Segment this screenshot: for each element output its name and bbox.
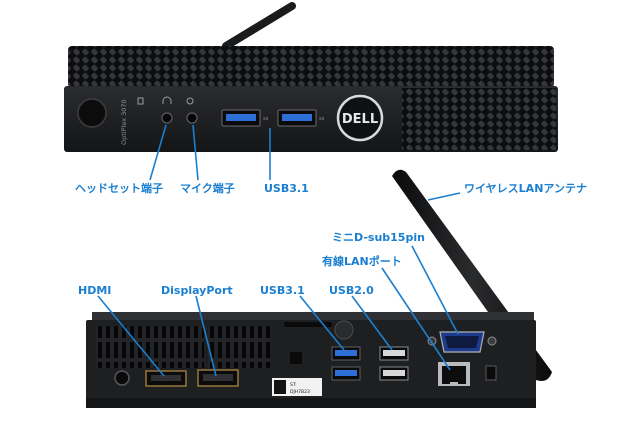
svg-text:DELL: DELL [342,112,378,127]
rear-slot-bar [284,322,332,327]
rear-callout-lines [97,245,459,377]
rear-bottom-edge [86,398,536,408]
rear-usb20-port-1[interactable] [379,346,409,361]
front-unit: OptiPlex 3070 ss ss DELL [64,2,558,152]
rear-right-slot [485,365,497,381]
rear-small-slot [290,352,302,364]
mic-jack[interactable] [186,112,198,124]
dc-power-jack[interactable] [114,370,130,386]
rear-usb20-port-2[interactable] [379,366,409,381]
displayport-port[interactable] [197,369,239,387]
front-callout-lines [149,124,461,201]
front-top-vent [68,46,554,88]
rear-usb31-port-2[interactable] [331,366,361,381]
security-lock-slot [334,320,354,340]
ss-icon: ss [319,116,325,122]
headset-jack-label: ヘッドセット端子 [75,182,163,195]
rear-vent-left [96,326,204,368]
headset-icon [162,96,172,104]
rear-unit: ST: DJH7B23 [86,312,536,408]
vga-port-label: ミニD-sub15pin [332,231,425,244]
vga-port[interactable] [427,331,497,353]
power-button[interactable] [77,98,107,128]
mic-icon [186,97,194,105]
svg-text:DJH7B23: DJH7B23 [290,389,310,395]
rear-usb31-port-1[interactable] [331,346,361,361]
svg-text:ST:: ST: [290,382,297,388]
hdd-icon [137,97,144,105]
front-usb-label: USB3.1 [264,182,309,195]
hdmi-port[interactable] [145,370,187,387]
ss-icon: ss [263,116,269,122]
rear-usb20-label: USB2.0 [329,284,374,297]
front-usb-port-2[interactable] [277,109,317,127]
rear-top-edge [92,312,534,322]
lan-port-label: 有線LANポート [322,255,402,268]
front-antenna [222,2,296,50]
front-side-vent [402,88,556,150]
ethernet-port[interactable] [438,362,470,386]
jack-icons [137,96,194,105]
displayport-label: DisplayPort [161,284,233,297]
front-usb-port-1[interactable] [221,109,261,127]
mic-jack-label: マイク端子 [180,182,235,195]
wireless-lan-antenna-label: ワイヤレスLANアンテナ [464,182,587,195]
hdmi-label: HDMI [78,284,112,297]
service-tag-sticker: ST: DJH7B23 [272,378,322,396]
headset-jack[interactable] [161,112,173,124]
rear-usb31-label: USB3.1 [260,284,305,297]
dell-logo: DELL [336,94,384,142]
model-text: OptiPlex 3070 [120,99,128,145]
rear-vent-mid [208,326,270,368]
